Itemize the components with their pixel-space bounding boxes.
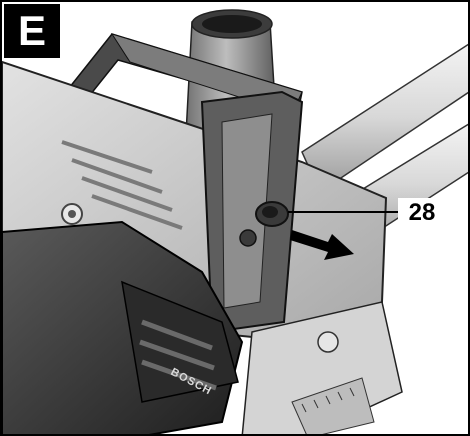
arrow-right-down-icon xyxy=(290,230,354,260)
panel-label-badge: E xyxy=(4,4,60,58)
base-bevel-scale xyxy=(241,301,403,434)
motor-housing: BOSCH xyxy=(2,220,244,434)
locking-knob xyxy=(239,201,289,247)
callout-number: 28 xyxy=(398,198,446,228)
